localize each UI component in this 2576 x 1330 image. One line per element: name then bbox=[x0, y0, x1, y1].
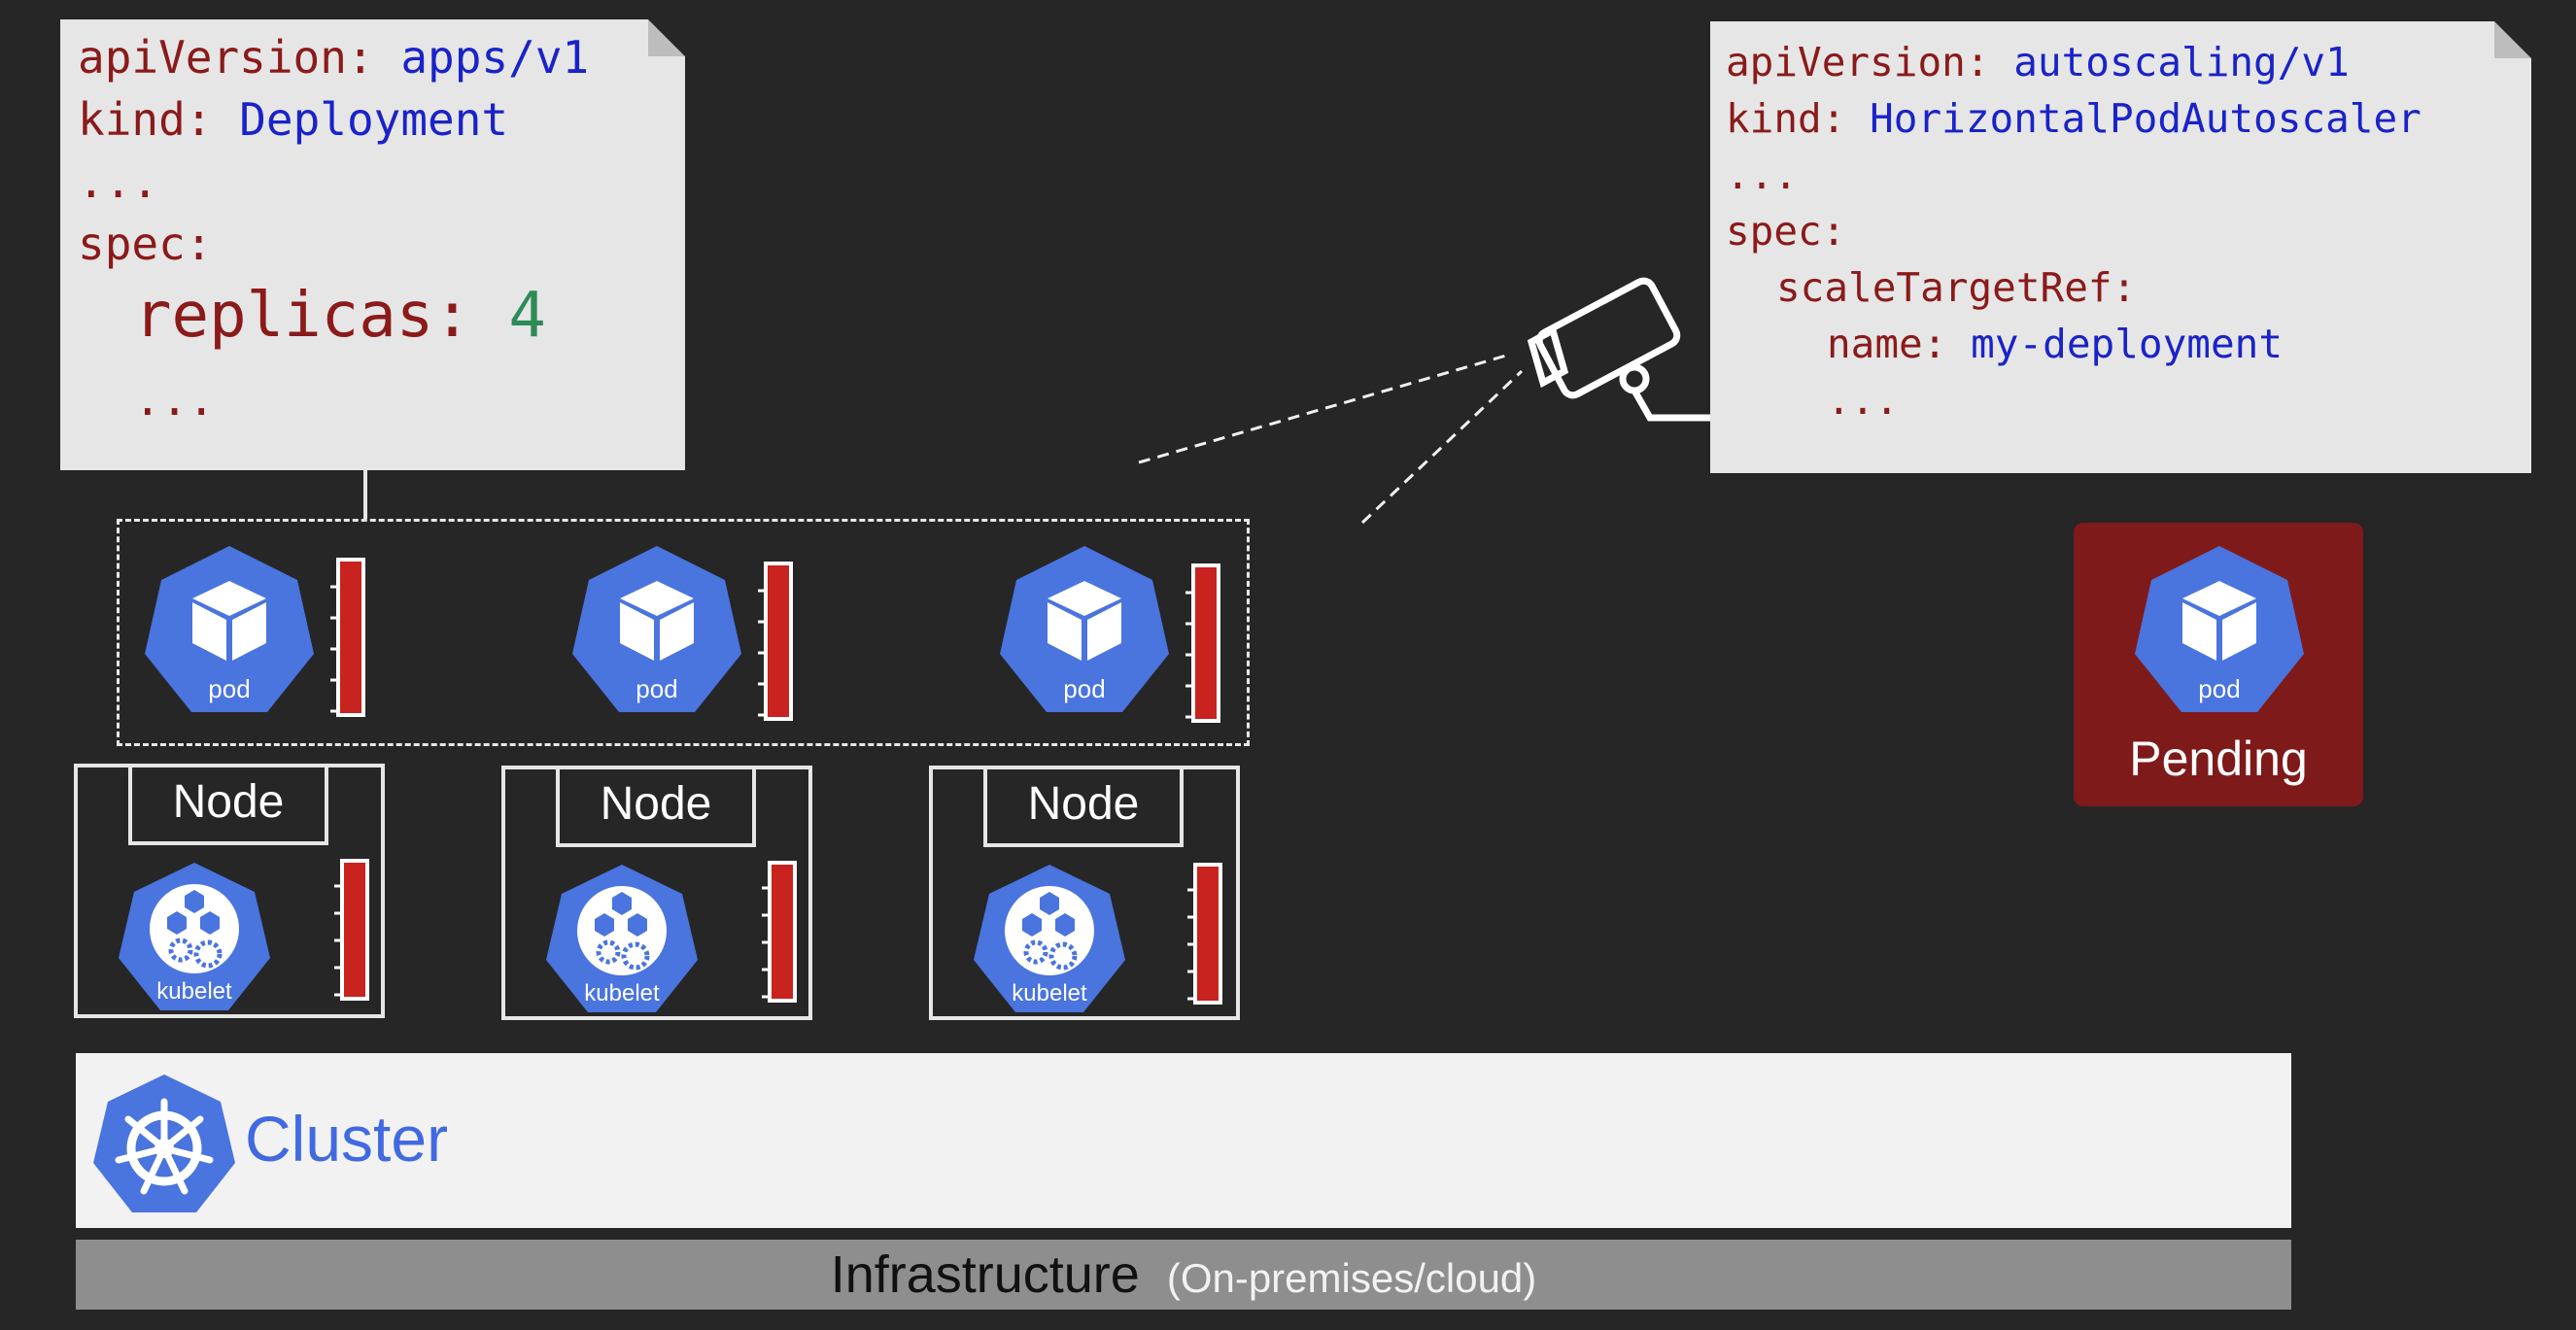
monitor-ray-upper bbox=[1138, 354, 1507, 464]
node-2-utilization-bar bbox=[762, 861, 797, 1003]
yaml-line-ellipsis: ... bbox=[1726, 152, 1799, 198]
yaml-line-kind: kind: HorizontalPodAutoscaler bbox=[1726, 95, 2421, 142]
kubelet-1: kubelet bbox=[117, 861, 272, 1016]
monitor-ray-lower bbox=[1360, 369, 1524, 525]
infrastructure-bar: Infrastructure (On-premises/cloud) bbox=[76, 1240, 2291, 1310]
pod-1-utilization-bar bbox=[330, 558, 365, 717]
kubelet-icon: kubelet bbox=[974, 865, 1125, 1012]
kubernetes-wheel-icon bbox=[93, 1074, 235, 1212]
yaml-line-ellipsis: ... bbox=[78, 155, 159, 208]
yaml-line-kind: kind: Deployment bbox=[78, 93, 509, 146]
pod-label: pod bbox=[635, 674, 677, 703]
hpa-yaml-document: apiVersion: autoscaling/v1 kind: Horizon… bbox=[1710, 21, 2531, 473]
yaml-line-ellipsis-2: ... bbox=[134, 373, 216, 426]
camera-monitor-icon bbox=[1527, 277, 1710, 422]
pod-2-utilization-bar bbox=[758, 562, 793, 721]
pod-cube-icon: pod bbox=[1000, 546, 1169, 712]
node-label: Node bbox=[556, 766, 756, 847]
yaml-line-spec: spec: bbox=[1726, 208, 1846, 255]
kubelet-label: kubelet bbox=[584, 980, 660, 1006]
node-1: Node kubelet bbox=[74, 764, 385, 1018]
deployment-yaml-document: apiVersion: apps/v1 kind: Deployment ...… bbox=[60, 19, 685, 470]
kubelet-icon: kubelet bbox=[119, 863, 270, 1010]
yaml-line-replicas: replicas: 4 bbox=[134, 280, 546, 352]
cluster-bar: Cluster bbox=[76, 1053, 2291, 1228]
node-2: Node kubelet bbox=[501, 766, 812, 1020]
cluster-label: Cluster bbox=[245, 1103, 449, 1175]
infrastructure-label: Infrastructure bbox=[830, 1245, 1140, 1304]
yaml-line-spec: spec: bbox=[78, 218, 213, 270]
yaml-line-ellipsis-2: ... bbox=[1827, 377, 1900, 424]
kubelet-2: kubelet bbox=[544, 863, 700, 1018]
yaml-line-name: name: my-deployment bbox=[1827, 321, 2284, 367]
pending-status-label: Pending bbox=[2129, 732, 2308, 786]
pod-cube-icon: pod bbox=[572, 546, 741, 712]
node-3: Node kubelet bbox=[929, 766, 1240, 1020]
node-1-utilization-bar bbox=[334, 859, 369, 1001]
pod-3: pod bbox=[997, 544, 1172, 719]
pending-pod-card: pod Pending bbox=[2074, 523, 2363, 806]
pod-1: pod bbox=[142, 544, 317, 719]
pod-3-utilization-bar bbox=[1185, 563, 1220, 723]
pod-2: pod bbox=[569, 544, 744, 719]
page-fold-corner bbox=[648, 19, 685, 56]
node-label: Node bbox=[128, 764, 328, 845]
node-label: Node bbox=[983, 766, 1184, 847]
kubelet-label: kubelet bbox=[1012, 980, 1087, 1006]
page-fold-corner bbox=[2494, 21, 2531, 58]
kubelet-icon: kubelet bbox=[546, 865, 698, 1012]
yaml-line-apiversion: apiVersion: autoscaling/v1 bbox=[1726, 39, 2350, 85]
kubelet-label: kubelet bbox=[156, 978, 232, 1005]
pod-cube-icon: pod bbox=[2135, 546, 2304, 712]
replica-set-group bbox=[117, 519, 1250, 746]
infrastructure-sublabel: (On-premises/cloud) bbox=[1166, 1255, 1537, 1301]
node-3-utilization-bar bbox=[1187, 863, 1222, 1005]
yaml-line-apiversion: apiVersion: apps/v1 bbox=[78, 31, 590, 84]
yaml-line-scaletargetref: scaleTargetRef: bbox=[1776, 264, 2137, 311]
pod-label: pod bbox=[1063, 674, 1105, 703]
pod-label: pod bbox=[2198, 674, 2240, 703]
pending-pod: pod bbox=[2132, 544, 2307, 719]
kubelet-3: kubelet bbox=[972, 863, 1127, 1018]
pod-cube-icon: pod bbox=[145, 546, 314, 712]
pod-label: pod bbox=[208, 674, 250, 703]
